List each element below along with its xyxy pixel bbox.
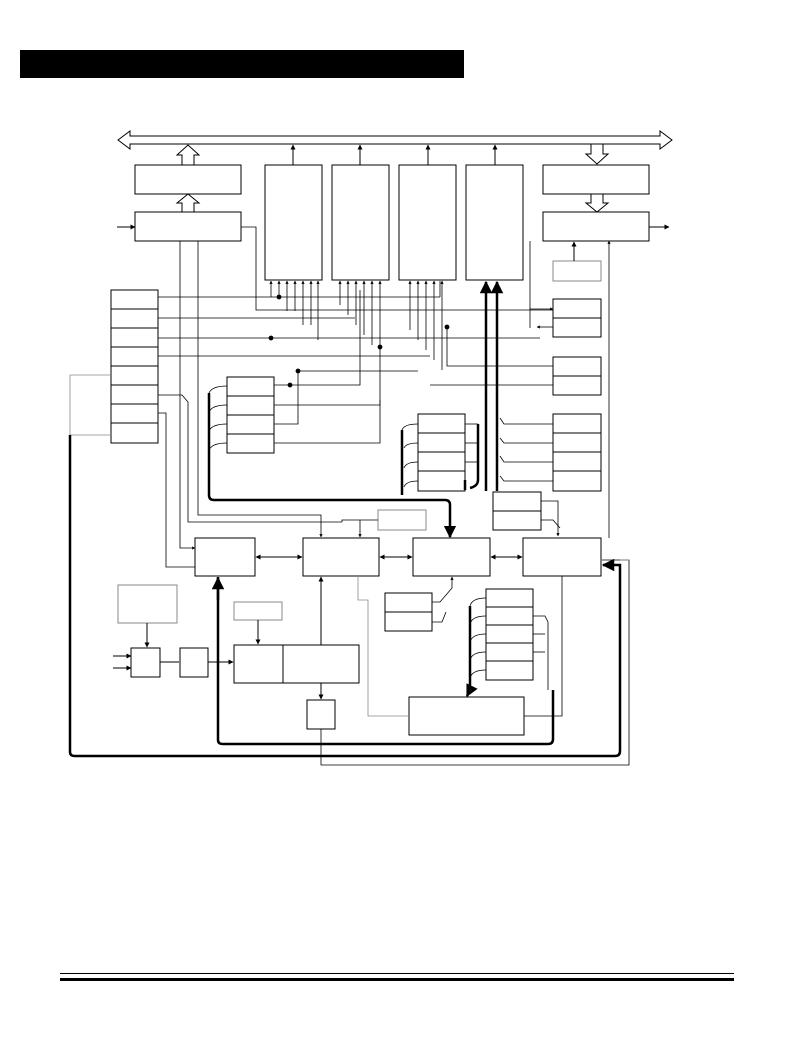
column-bus-arrows [117,144,670,230]
bus-hollow-arrows [175,143,610,213]
thick-buses [68,280,622,758]
block-links [113,241,577,700]
register-pairs-mid [384,491,542,632]
data-bus [117,130,673,150]
function-blocks [130,537,602,736]
block-right-lower [542,211,650,242]
header-bar [20,50,464,78]
block-col-3 [398,164,457,281]
block-col-1 [264,164,323,281]
footer-rule-thin [60,973,734,974]
wiring-grey [69,374,629,717]
register-stack-lower [485,588,534,681]
register-stack-left [110,289,159,444]
block-col-2 [331,164,390,281]
block-left-lower [134,211,242,242]
register-stack-center [417,413,466,492]
register-pairs-right [552,298,602,396]
footer-rule-thick [60,978,734,981]
block-right-upper [542,164,650,195]
top-blocks [134,164,650,281]
grey-boxes [117,260,602,624]
register-stack-right [552,413,602,492]
register-stack-mid-left [226,376,275,454]
block-col-4 [465,164,524,281]
block-left-upper [134,164,242,195]
wiring [158,226,630,766]
